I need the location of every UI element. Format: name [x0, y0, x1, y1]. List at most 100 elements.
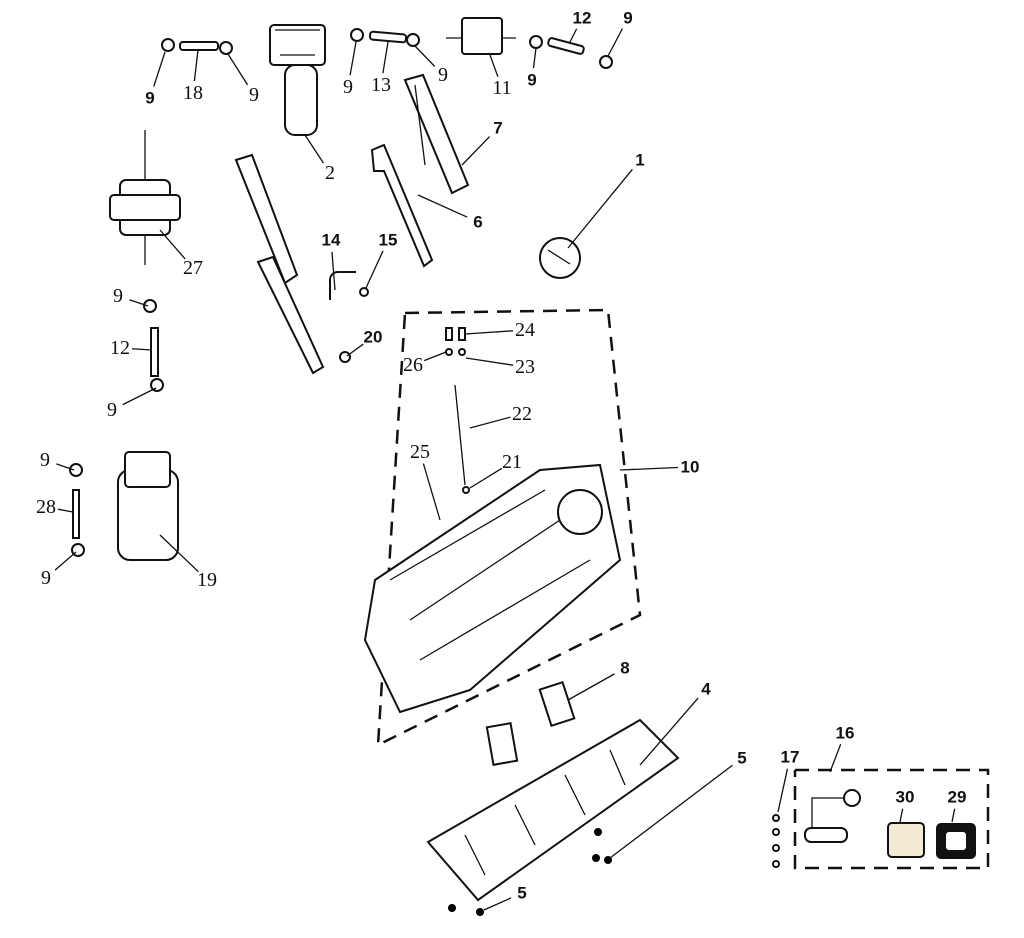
leader-line	[423, 351, 447, 362]
leader-line	[331, 251, 336, 291]
callout-label: 22	[512, 403, 532, 425]
leader-line	[899, 808, 904, 823]
callout-label: 16	[835, 723, 855, 743]
callout-label: 11	[492, 77, 512, 99]
bracket-7	[403, 73, 470, 195]
leader-line	[349, 41, 357, 76]
callout-label: 19	[197, 569, 217, 591]
callout-label: 25	[410, 441, 430, 463]
leader-line	[56, 463, 75, 471]
leader-line	[54, 551, 77, 571]
leader-line	[951, 808, 956, 823]
pad-8	[538, 680, 576, 728]
callout-label: 21	[502, 451, 522, 473]
leader-line	[619, 466, 679, 471]
leader-line	[57, 508, 74, 513]
callout-label: 9	[40, 449, 50, 471]
callout-label: 2	[325, 162, 335, 184]
leader-line	[777, 768, 789, 813]
leader-line	[153, 51, 166, 87]
callout-label: 12	[572, 8, 592, 28]
tank-bracket-4	[426, 718, 680, 902]
leader-line	[414, 45, 436, 67]
callout-label: 9	[343, 76, 353, 98]
leader-line	[382, 41, 389, 74]
leader-line	[417, 194, 468, 218]
bracket-6	[370, 143, 434, 268]
callout-label: 5	[517, 883, 527, 903]
callout-label: 9	[249, 84, 259, 106]
fuel-sender-16	[804, 789, 861, 843]
leader-line	[304, 134, 324, 164]
callout-label: 20	[363, 327, 383, 347]
callout-label: 5	[737, 748, 747, 768]
sender-group-outline	[793, 768, 990, 870]
leader-line	[464, 330, 514, 335]
callout-label: 15	[378, 230, 398, 250]
leader-line	[639, 697, 699, 766]
bracket-left	[234, 153, 325, 375]
callout-label: 4	[701, 679, 711, 699]
callout-label: 28	[36, 496, 56, 518]
callout-label: 12	[110, 337, 130, 359]
callout-label: 9	[527, 70, 537, 90]
leader-line	[159, 534, 199, 573]
leader-line	[346, 343, 364, 357]
callout-label: 9	[145, 88, 155, 108]
leader-line	[567, 673, 615, 701]
gasket-30	[887, 822, 925, 858]
callout-label: 18	[183, 82, 203, 104]
callout-label: 8	[620, 658, 630, 678]
leader-line	[227, 53, 249, 86]
callout-label: 6	[473, 212, 483, 232]
screws-17	[772, 814, 780, 868]
hose-left	[143, 299, 164, 392]
pad	[485, 722, 519, 766]
elbow-14	[329, 271, 356, 300]
leader-line	[465, 357, 514, 366]
callout-label: 10	[680, 457, 700, 477]
leader-line	[469, 416, 511, 429]
callout-label: 9	[623, 8, 633, 28]
callout-label: 26	[403, 354, 423, 376]
nut-5	[448, 828, 612, 916]
callout-label: 17	[780, 747, 800, 767]
leader-line	[422, 463, 441, 521]
fuel-filter-2	[269, 24, 326, 136]
hose-28	[69, 463, 85, 557]
callout-label: 9	[107, 399, 117, 421]
leader-line	[129, 299, 149, 307]
callout-label: 29	[947, 787, 967, 807]
callout-label: 7	[493, 118, 503, 138]
leader-line	[131, 348, 153, 351]
leader-line	[489, 54, 499, 77]
fuel-tank	[363, 463, 622, 714]
inline-filter-11	[446, 17, 516, 55]
leader-line	[829, 743, 842, 773]
callout-label: 27	[183, 257, 203, 279]
leader-line	[567, 168, 633, 249]
callout-label: 13	[371, 74, 391, 96]
leader-line	[461, 136, 491, 166]
callout-label: 9	[113, 285, 123, 307]
leader-line	[159, 229, 186, 260]
leader-line	[193, 49, 199, 82]
leader-line	[607, 28, 623, 57]
sender-parts	[445, 327, 470, 494]
leader-line	[483, 897, 512, 911]
leader-line	[122, 387, 157, 406]
leader-line	[609, 764, 733, 859]
nut-part	[161, 28, 613, 69]
leader-line	[532, 47, 537, 69]
callout-label: 23	[515, 356, 535, 378]
callout-label: 9	[41, 567, 51, 589]
leader-line	[365, 250, 384, 289]
callout-label: 30	[895, 787, 915, 807]
leader-line	[469, 467, 503, 489]
callout-label: 1	[635, 150, 645, 170]
fuel-pump-27	[109, 130, 181, 265]
callout-label: 24	[515, 319, 535, 341]
leader-line	[569, 28, 578, 43]
